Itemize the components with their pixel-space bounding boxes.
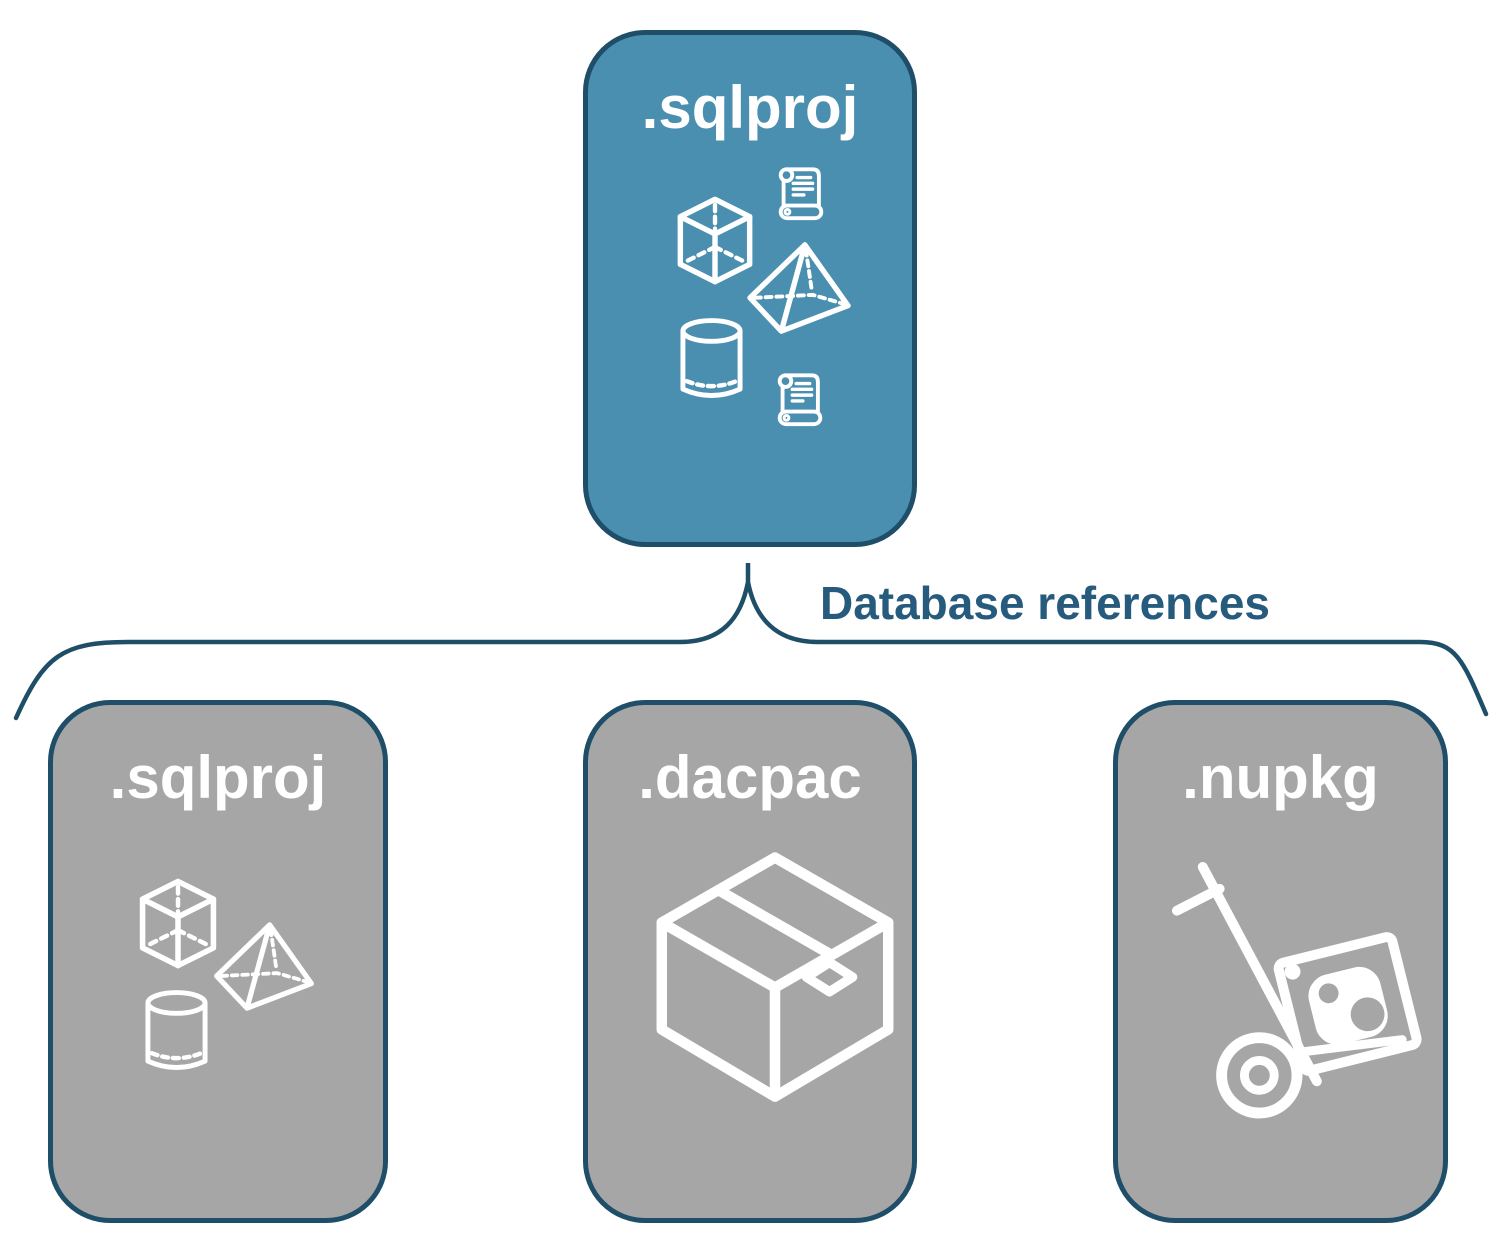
scroll-icon	[771, 161, 831, 225]
cube-icon	[676, 195, 754, 286]
cube-icon	[138, 877, 218, 970]
node-child-dacpac-label: .dacpac	[638, 744, 862, 811]
package-box-icon	[645, 845, 905, 1105]
cylinder-icon	[143, 989, 210, 1076]
pyramid-icon	[744, 239, 854, 337]
node-child-sqlproj: .sqlproj	[48, 700, 388, 1223]
nuget-trolley-icon	[1170, 857, 1428, 1127]
pyramid-icon	[211, 919, 317, 1014]
node-child-dacpac: .dacpac	[583, 700, 917, 1223]
scroll-icon	[770, 367, 830, 431]
node-root-sqlproj: .sqlproj	[583, 30, 917, 547]
node-child-nupkg: .nupkg	[1113, 700, 1448, 1223]
node-child-nupkg-label: .nupkg	[1182, 744, 1379, 811]
node-child-sqlproj-label: .sqlproj	[109, 744, 327, 811]
node-root-label: .sqlproj	[641, 74, 859, 141]
cylinder-icon	[678, 317, 745, 404]
connector-label: Database references	[819, 577, 1271, 629]
